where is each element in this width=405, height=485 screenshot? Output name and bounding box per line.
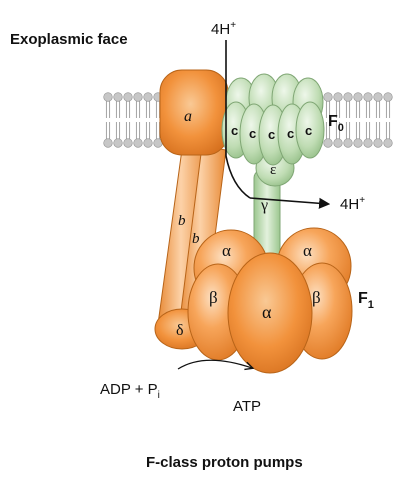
lipid-head [103,138,113,148]
lipid-head [373,138,383,148]
subunit-a-label: a [184,108,192,125]
proton-inflow-arrow [225,40,251,199]
lipid-head [323,138,333,148]
lipid-head [343,92,353,102]
atp-label: ATP [233,398,261,415]
lipid-head [363,92,373,102]
lipid-head [383,138,393,148]
lipid-head [363,138,373,148]
adp-to-atp-arrow [177,359,252,369]
c-subunit [295,101,325,159]
caption: F-class proton pumps [146,454,303,471]
f1-head [187,227,353,374]
beta-left-label: β [209,288,218,307]
lipid-head [123,92,133,102]
epsilon-label: ε [270,162,276,178]
delta-label: δ [176,322,184,339]
lipid-head [333,92,343,102]
lipid-head [383,92,393,102]
lipid-head [353,138,363,148]
lipid-head [133,138,143,148]
c-subunit-label: c [231,123,238,138]
f0-label: F0 [328,113,344,134]
lipid-head [143,138,153,148]
lipid-head [113,138,123,148]
alpha-right-label: α [303,241,312,260]
alpha-center-label: α [262,302,272,322]
subunit-b-label-1: b [178,213,186,229]
beta-right-label: β [312,288,321,307]
proton-in-label: 4H+ [211,20,236,38]
exoplasmic-face-label: Exoplasmic face [10,31,128,48]
lipid-head [353,92,363,102]
lipid-head [373,92,383,102]
proton-out-label: 4H+ [340,195,365,213]
lipid-head [333,138,343,148]
subunit-a [159,69,229,156]
c-subunit-label: c [305,123,312,138]
proton-outflow-arrow [249,197,331,209]
lipid-head [103,92,113,102]
gamma-label: γ [260,197,268,214]
c-subunit-label: c [249,126,256,141]
lipid-head [343,138,353,148]
alpha-left-label: α [222,241,231,260]
f1-label: F1 [358,290,374,311]
lipid-head [143,92,153,102]
lipid-head [323,92,333,102]
adp-label: ADP + Pi [100,381,160,401]
lipid-head [113,92,123,102]
lipid-head [123,138,133,148]
subunit-b-label-2: b [192,231,200,247]
c-subunit-label: c [268,127,275,142]
c-subunit-label: c [287,126,294,141]
subunit-alpha-center [227,252,313,374]
lipid-head [133,92,143,102]
c-ring [221,73,325,166]
